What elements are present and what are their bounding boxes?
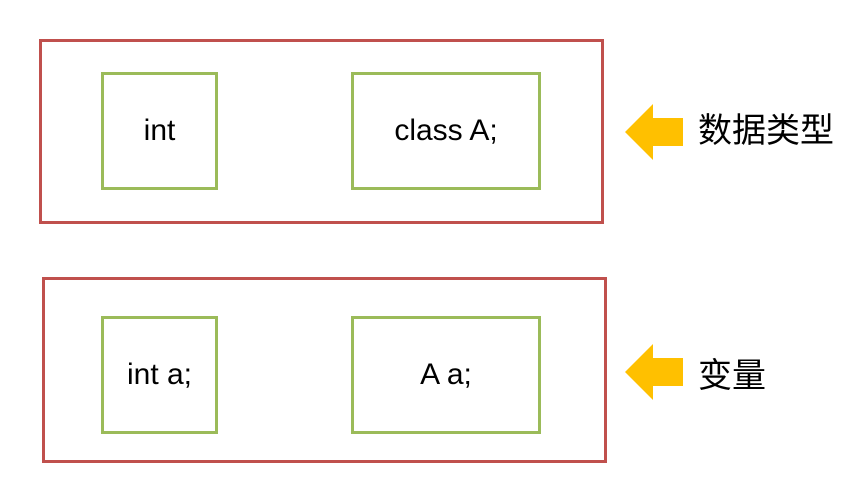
int-variable-text: int a; — [126, 358, 193, 391]
class-variable-box: A a; — [351, 316, 541, 434]
left-arrow-icon — [625, 104, 683, 160]
class-variable-text: A a; — [420, 358, 472, 391]
data-type-label: 数据类型 — [698, 111, 834, 151]
int-variable-box: int a; — [101, 316, 218, 434]
int-type-text: int — [143, 114, 176, 147]
left-arrow-icon — [625, 344, 683, 400]
class-type-text: class A; — [394, 114, 498, 147]
variable-label: 变量 — [698, 356, 766, 396]
int-type-box: int — [101, 72, 218, 190]
class-type-box: class A; — [351, 72, 541, 190]
